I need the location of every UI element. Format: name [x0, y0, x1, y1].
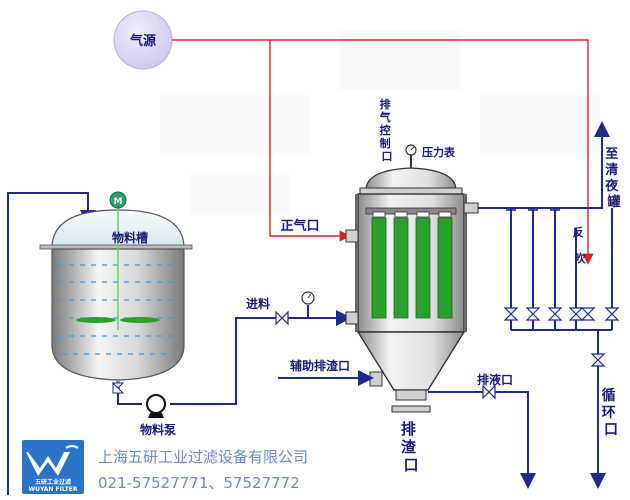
- drain-port-label: 排液口: [477, 372, 513, 387]
- to-clear-tank-label: 至 清 夜 罐: [604, 147, 623, 210]
- svg-text:反 吹: 反 吹: [573, 225, 588, 265]
- svg-text:至 清 夜 罐: 至 清 夜 罐: [604, 147, 623, 210]
- positive-air-inlet-label: 正气口: [280, 218, 319, 234]
- company-logo: 五研工业过滤 WUYAN FILTER: [22, 440, 84, 494]
- air-lines: [172, 39, 594, 265]
- logo-text-en: WUYAN FILTER: [29, 486, 78, 493]
- material-tank: M 物料槽: [39, 191, 193, 392]
- feed-line: [117, 305, 352, 405]
- backblow-label: 反 吹: [573, 225, 588, 265]
- air-source-label: 气源: [130, 33, 156, 49]
- feed-pressure-gauge: [301, 291, 315, 305]
- air-source: 气源: [113, 10, 173, 70]
- motor-label: M: [114, 197, 123, 207]
- pressure-gauge-label: 压力表: [422, 145, 456, 159]
- aux-slag-port-label: 辅助排渣口: [290, 358, 350, 373]
- exhaust-control-label: 排 气 控 制 口: [379, 97, 395, 163]
- material-pump-label: 物料泵: [140, 422, 176, 437]
- manifold-valves: [503, 307, 620, 367]
- svg-text:排 气 控 制: 排 气 控 制 口: [379, 97, 395, 163]
- feed-valve: [275, 310, 289, 326]
- drain-valve: [482, 384, 496, 400]
- company-name: 上海五研工业过滤设备有限公司: [98, 448, 308, 466]
- svg-text:循 环 口: 循 环 口: [602, 387, 621, 438]
- svg-text:排 渣 口: 排 渣 口: [401, 420, 421, 474]
- circulation-port-label: 循 环 口: [602, 387, 621, 438]
- company-phone: 021-57527771、57527772: [98, 474, 300, 492]
- tank-outlet-valve: [111, 381, 125, 394]
- feed-label: 进料: [246, 296, 270, 311]
- filter-elements: [371, 211, 453, 319]
- material-tank-label: 物料槽: [112, 230, 148, 245]
- material-pump: 物料泵: [140, 394, 176, 437]
- slag-port-label: 排 渣 口: [401, 420, 421, 474]
- filter-vessel: [345, 144, 479, 413]
- logo-text-cn: 五研工业过滤: [35, 478, 71, 486]
- outlet-manifold: [478, 121, 613, 485]
- drain-line: [428, 391, 536, 489]
- circulation-return-line: [7, 192, 96, 495]
